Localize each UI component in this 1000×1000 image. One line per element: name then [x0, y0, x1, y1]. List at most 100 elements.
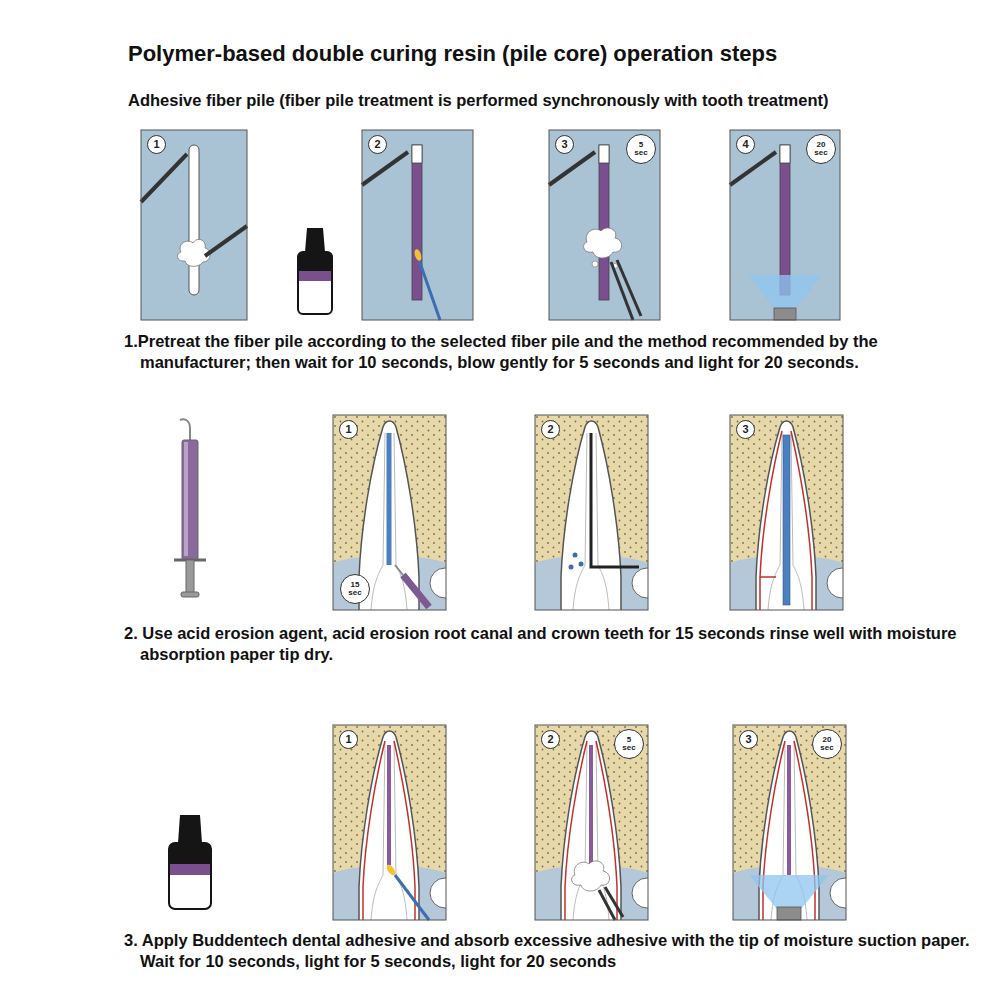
tooth-panel-part	[387, 433, 392, 565]
tooth-panel-part	[535, 725, 648, 920]
fiber-post-panel-part	[599, 145, 609, 163]
fiber-post-panel-part	[584, 228, 622, 258]
tooth-panel-part	[403, 575, 429, 607]
fiber-post-panel-part	[412, 145, 422, 163]
fiber-post-panel-part	[141, 130, 247, 320]
adhesive-bottle-part	[299, 271, 331, 281]
fiber-post-panel-part	[617, 260, 641, 316]
fiber-post-panel-part	[178, 239, 211, 266]
tooth-panel	[535, 725, 662, 920]
tooth-panel-part	[333, 725, 446, 920]
step-panel: 1	[141, 130, 247, 320]
timer-badge: 5 sec	[614, 729, 644, 759]
fiber-post-panel-part	[141, 130, 247, 320]
tooth-panel-part	[387, 745, 391, 865]
step-panel: 2	[535, 415, 648, 610]
tooth-panel-part	[333, 725, 460, 920]
fiber-post-panel-part	[141, 154, 187, 202]
step-panel: 3 20 sec	[733, 725, 846, 920]
tooth-panel-part	[333, 415, 446, 610]
tooth-panel-part	[579, 562, 584, 567]
fiber-post-panel-part	[362, 130, 473, 320]
adhesive-bottle	[298, 228, 332, 314]
adhesive-bottle-part	[178, 815, 202, 843]
fiber-post-panel-part	[413, 248, 422, 261]
step-number: 1	[339, 730, 358, 749]
tooth-panel-part	[760, 431, 812, 610]
adhesive-bottle-part	[169, 843, 211, 909]
fiber-post-panel-part	[780, 145, 790, 295]
etchant-syringe-part	[182, 440, 198, 560]
fiber-post-panel-part	[549, 152, 595, 185]
tooth-panel-part	[535, 725, 662, 920]
timer-badge: 20 sec	[812, 729, 842, 759]
etchant-syringe-part	[181, 592, 199, 597]
tooth-panel-part	[395, 875, 429, 920]
tooth-panel	[730, 415, 857, 610]
tooth-panel-part	[395, 565, 403, 575]
step-number: 2	[368, 135, 387, 154]
step-panel: 1 15 sec	[333, 415, 446, 610]
tooth-panel-part	[599, 890, 615, 920]
tooth-panel-part	[333, 415, 460, 610]
step-panel: 25 sec	[535, 725, 648, 920]
fiber-post-panel-part	[730, 152, 776, 185]
step-number: 2	[541, 420, 560, 439]
step-text: 2. Use acid erosion agent, acid erosion …	[124, 623, 970, 665]
tooth-panel-part	[535, 415, 648, 610]
fiber-post-panel-part	[730, 130, 840, 320]
tooth-panel-part	[777, 907, 801, 920]
timer-badge: 5 sec	[626, 134, 656, 164]
tooth-panel	[333, 415, 460, 610]
step-panel: 4 20 sec	[730, 130, 840, 320]
subtitle: Adhesive fiber pile (fiber pile treatmen…	[128, 90, 988, 111]
fiber-post-panel-part	[599, 145, 609, 300]
etchant-syringe-part	[184, 442, 188, 556]
fiber-post-panel-part	[592, 261, 598, 267]
fiber-post-panel-part	[774, 308, 796, 320]
fiber-post-panel	[549, 130, 660, 320]
tooth-panel-part	[733, 725, 846, 920]
timer-badge: 15 sec	[340, 574, 370, 604]
tooth-panel-part	[569, 565, 574, 570]
adhesive-bottle-part	[305, 228, 325, 252]
tooth-panel-part	[535, 415, 662, 610]
step-panel: 3	[730, 415, 843, 610]
fiber-post-panel-part	[549, 130, 660, 320]
fiber-post-panel-part	[780, 145, 790, 163]
step-panel: 2	[362, 130, 473, 320]
etchant-syringe	[174, 419, 206, 597]
step-number: 3	[736, 420, 755, 439]
adhesive-bottle-part	[170, 864, 210, 875]
etchant-syringe-part	[180, 419, 190, 440]
tooth-panel	[333, 725, 460, 920]
step-text: 3. Apply Buddentech dental adhesive and …	[124, 930, 970, 972]
step-number: 1	[339, 420, 358, 439]
fiber-post-panel-part	[412, 145, 422, 300]
tooth-panel-part	[730, 415, 857, 610]
fiber-post-panel	[141, 130, 247, 320]
step-number: 3	[555, 135, 574, 154]
fiber-post-panel	[730, 130, 840, 320]
adhesive-bottle	[169, 815, 211, 909]
tooth-panel-part	[733, 725, 860, 920]
page-title: Polymer-based double curing resin (pile …	[128, 40, 988, 68]
adhesive-bottle-part	[298, 252, 332, 314]
step-number: 4	[736, 135, 755, 154]
fiber-post-panel-part	[730, 130, 840, 320]
fiber-post-panel-part	[362, 152, 408, 185]
tooth-panel	[535, 415, 662, 610]
tooth-panel-part	[749, 875, 829, 909]
tooth-panel-part	[787, 745, 791, 875]
tooth-panel-part	[783, 435, 790, 605]
adhesive-bottle-part	[299, 253, 331, 271]
fiber-post-panel	[362, 130, 473, 320]
tooth-panel-part	[730, 415, 843, 610]
fiber-post-panel-part	[205, 226, 247, 256]
fiber-post-panel-part	[748, 275, 822, 310]
step-number: 1	[147, 135, 166, 154]
timer-badge: 20 sec	[806, 134, 836, 164]
adhesive-bottle-part	[170, 844, 210, 864]
step-number: 3	[739, 730, 758, 749]
